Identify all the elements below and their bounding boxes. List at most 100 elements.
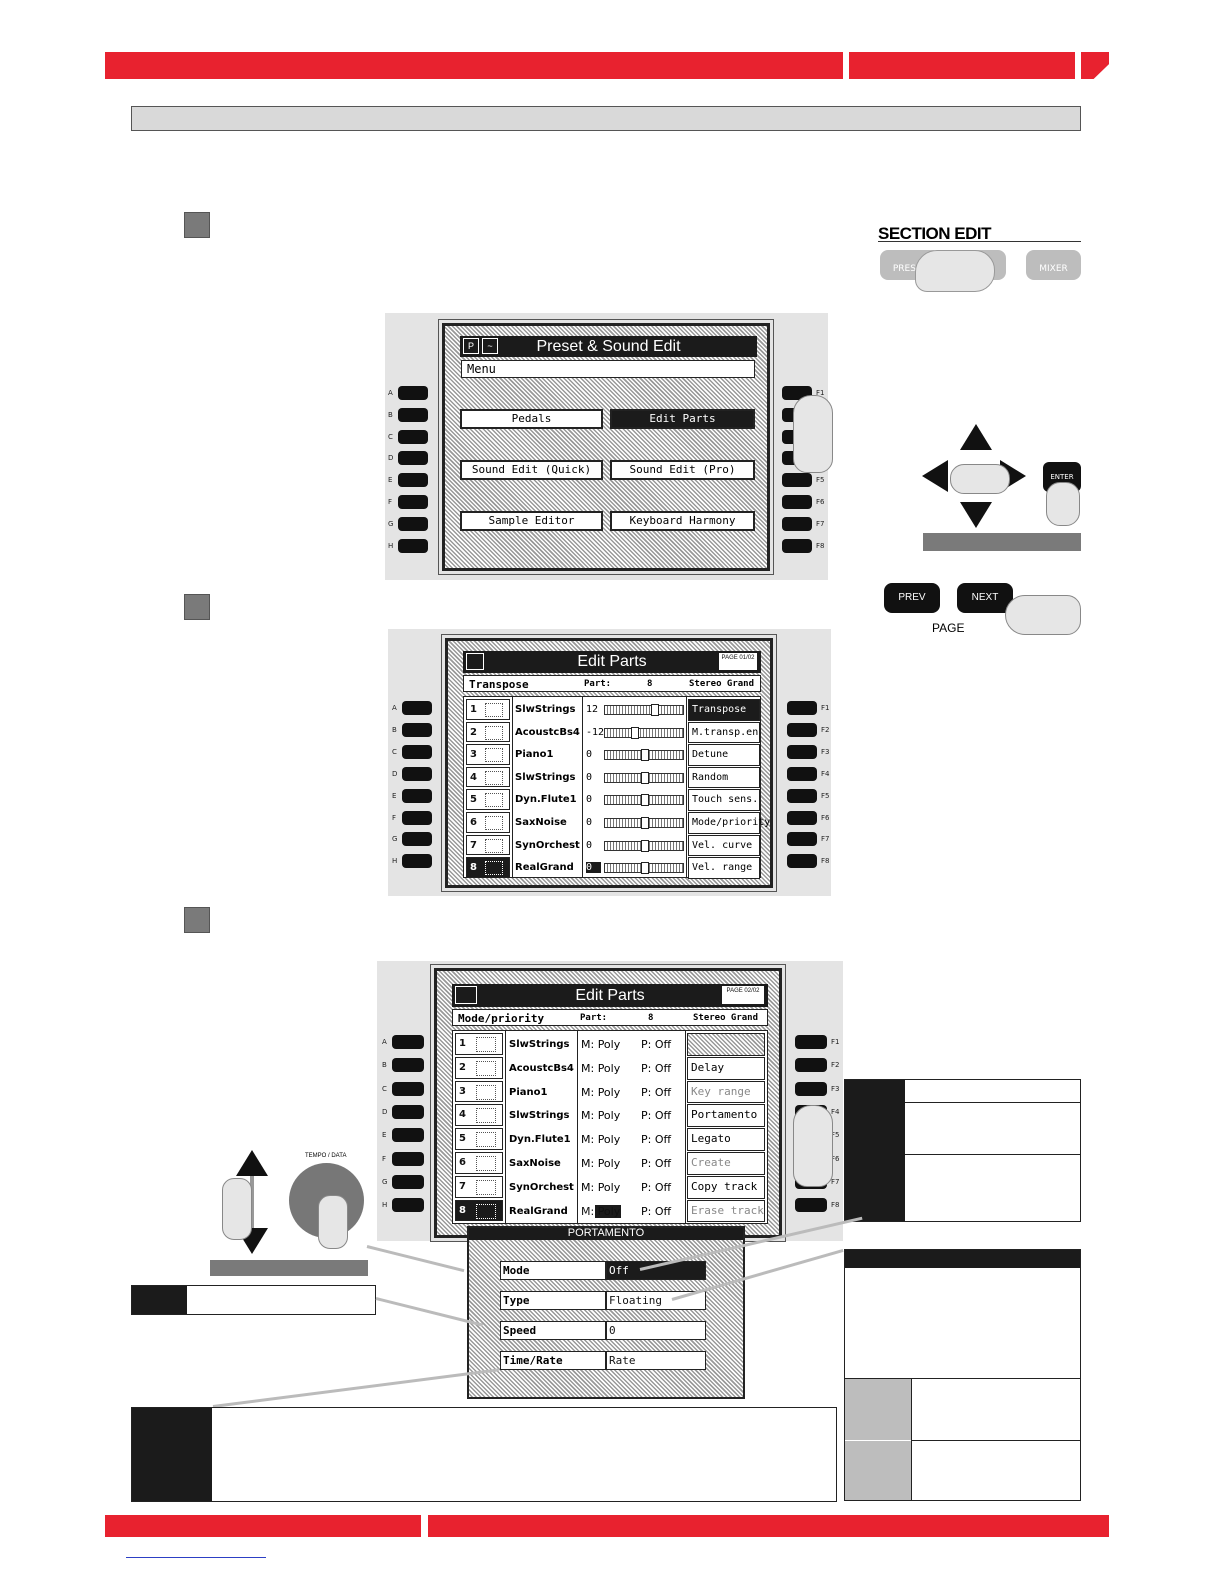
part-priority[interactable]: P: Off bbox=[641, 1038, 672, 1051]
menu-item-vel-range[interactable]: Vel. range bbox=[688, 857, 760, 879]
menu-item-vel-curve[interactable]: Vel. curve bbox=[688, 834, 760, 857]
side-key-f[interactable] bbox=[398, 495, 428, 509]
side-key-a[interactable] bbox=[398, 386, 428, 400]
part-mode[interactable]: M: Poly bbox=[581, 1038, 621, 1051]
side-key-a[interactable] bbox=[402, 701, 432, 715]
sample-editor-button[interactable]: Sample Editor bbox=[460, 511, 603, 531]
part-mode[interactable]: M: Poly bbox=[581, 1061, 621, 1075]
page-indicator[interactable]: PAGE 01/02 bbox=[719, 653, 757, 670]
slider-knob[interactable] bbox=[641, 862, 649, 875]
function-key-f8[interactable] bbox=[782, 538, 812, 553]
sound-edit-pro-button[interactable]: Sound Edit (Pro) bbox=[610, 460, 755, 480]
menu-item-m-transp-en[interactable]: M.transp.en bbox=[688, 721, 760, 744]
side-key-e[interactable] bbox=[392, 1128, 424, 1143]
slider-knob[interactable] bbox=[631, 726, 639, 739]
arrow-down-icon[interactable] bbox=[960, 502, 992, 528]
part-mode[interactable]: M: Poly bbox=[581, 1180, 621, 1194]
side-key-c[interactable] bbox=[402, 744, 432, 759]
menu-item-random-pitch[interactable]: Random pitch bbox=[688, 766, 760, 802]
function-key-f7[interactable] bbox=[782, 516, 812, 531]
transpose-slider[interactable] bbox=[604, 862, 684, 875]
part-priority[interactable]: P: Off bbox=[641, 1061, 672, 1075]
menu-item-mode-priority[interactable]: Mode/priority bbox=[688, 812, 770, 834]
page-indicator[interactable]: PAGE 02/02 bbox=[722, 986, 764, 1004]
function-key-f1[interactable] bbox=[787, 701, 817, 715]
function-key-f6[interactable] bbox=[787, 810, 817, 825]
menu-item-legato[interactable]: Legato bbox=[687, 1128, 765, 1151]
transpose-slider[interactable] bbox=[604, 771, 684, 784]
function-key-f8[interactable] bbox=[795, 1198, 827, 1213]
pedals-button[interactable]: Pedals bbox=[460, 409, 603, 429]
function-key-f8[interactable] bbox=[787, 854, 817, 869]
part-priority[interactable]: P: Off bbox=[641, 1204, 672, 1218]
transpose-slider[interactable] bbox=[604, 794, 684, 807]
menu-item-transpose[interactable]: Transpose bbox=[688, 699, 760, 721]
side-key-g[interactable] bbox=[398, 516, 428, 531]
side-key-e[interactable] bbox=[402, 788, 432, 803]
function-key-f5[interactable] bbox=[782, 473, 812, 488]
side-key-b[interactable] bbox=[402, 722, 432, 737]
side-key-d[interactable] bbox=[398, 451, 428, 466]
menu-item-blank[interactable] bbox=[687, 1033, 765, 1056]
slider-knob[interactable] bbox=[651, 704, 659, 716]
side-key-f[interactable] bbox=[392, 1151, 424, 1166]
side-key-d[interactable] bbox=[392, 1104, 424, 1119]
next-button[interactable]: NEXT bbox=[957, 583, 1013, 613]
transpose-slider[interactable] bbox=[604, 839, 684, 852]
part-number-cell[interactable]: 5 bbox=[455, 1128, 503, 1150]
menu-item-key-range[interactable]: Key range bbox=[687, 1080, 765, 1104]
porta-speed-value[interactable]: 0 bbox=[606, 1321, 706, 1340]
side-key-c[interactable] bbox=[392, 1081, 424, 1096]
transpose-slider[interactable] bbox=[604, 749, 684, 762]
part-mode[interactable]: M: Poly bbox=[581, 1133, 621, 1147]
sound-edit-quick-button[interactable]: Sound Edit (Quick) bbox=[460, 460, 603, 480]
part-number-cell[interactable]: 2 bbox=[455, 1056, 503, 1079]
side-key-b[interactable] bbox=[392, 1058, 424, 1073]
side-key-e[interactable] bbox=[398, 473, 428, 488]
part-number-cell[interactable]: 4 bbox=[455, 1104, 503, 1127]
part-number-cell[interactable]: 3 bbox=[466, 744, 510, 765]
function-key-f6[interactable] bbox=[782, 495, 812, 509]
function-key-f7[interactable] bbox=[787, 832, 817, 847]
transpose-slider[interactable] bbox=[604, 817, 684, 829]
part-priority[interactable]: P: Off bbox=[641, 1157, 672, 1170]
part-mode[interactable]: M: Poly bbox=[581, 1085, 621, 1099]
side-key-f[interactable] bbox=[402, 810, 432, 825]
part-number-cell[interactable]: 7 bbox=[455, 1175, 503, 1198]
part-priority[interactable]: P: Off bbox=[641, 1180, 672, 1194]
function-key-f3[interactable] bbox=[787, 744, 817, 759]
part-number-cell[interactable]: 8 bbox=[455, 1199, 503, 1222]
slider-knob[interactable] bbox=[641, 817, 649, 829]
side-key-d[interactable] bbox=[402, 766, 432, 781]
arrow-up-icon[interactable] bbox=[960, 424, 992, 450]
part-number-cell[interactable]: 2 bbox=[466, 721, 510, 743]
mixer-button[interactable]: MIXER bbox=[1026, 250, 1081, 280]
part-number-cell[interactable]: 1 bbox=[455, 1033, 503, 1055]
slider-knob[interactable] bbox=[641, 771, 649, 784]
part-number-cell[interactable]: 4 bbox=[466, 766, 510, 788]
part-number-cell[interactable]: 6 bbox=[466, 812, 510, 833]
side-key-c[interactable] bbox=[398, 429, 428, 444]
function-key-f1[interactable] bbox=[795, 1035, 827, 1049]
prev-button[interactable]: PREV bbox=[884, 583, 940, 613]
side-key-h[interactable] bbox=[392, 1198, 424, 1213]
menu-item-portamento[interactable]: Portamento bbox=[687, 1104, 765, 1128]
menu-item-detune[interactable]: Detune bbox=[688, 744, 760, 766]
porta-mode-value[interactable]: Off bbox=[606, 1261, 706, 1280]
part-priority[interactable]: P: Off bbox=[641, 1085, 672, 1099]
side-key-h[interactable] bbox=[398, 538, 428, 553]
porta-time-rate-value[interactable]: Rate bbox=[606, 1351, 706, 1370]
function-key-f5[interactable] bbox=[787, 788, 817, 803]
menu-item-erase-track[interactable]: Erase track bbox=[687, 1199, 765, 1223]
menu-item-copy-track[interactable]: Copy track bbox=[687, 1175, 765, 1199]
function-key-f2[interactable] bbox=[795, 1058, 827, 1073]
part-number-cell[interactable]: 7 bbox=[466, 834, 510, 856]
part-number-cell[interactable]: 6 bbox=[455, 1152, 503, 1174]
arrow-left-icon[interactable] bbox=[922, 460, 948, 492]
slider-knob[interactable] bbox=[641, 839, 649, 852]
part-mode[interactable]: M: Poly bbox=[581, 1109, 621, 1123]
transpose-slider[interactable] bbox=[604, 726, 684, 739]
part-mode[interactable]: M: Poly bbox=[581, 1157, 621, 1170]
edit-parts-button[interactable]: Edit Parts bbox=[610, 409, 755, 429]
part-number-cell[interactable]: 8 bbox=[466, 857, 510, 878]
